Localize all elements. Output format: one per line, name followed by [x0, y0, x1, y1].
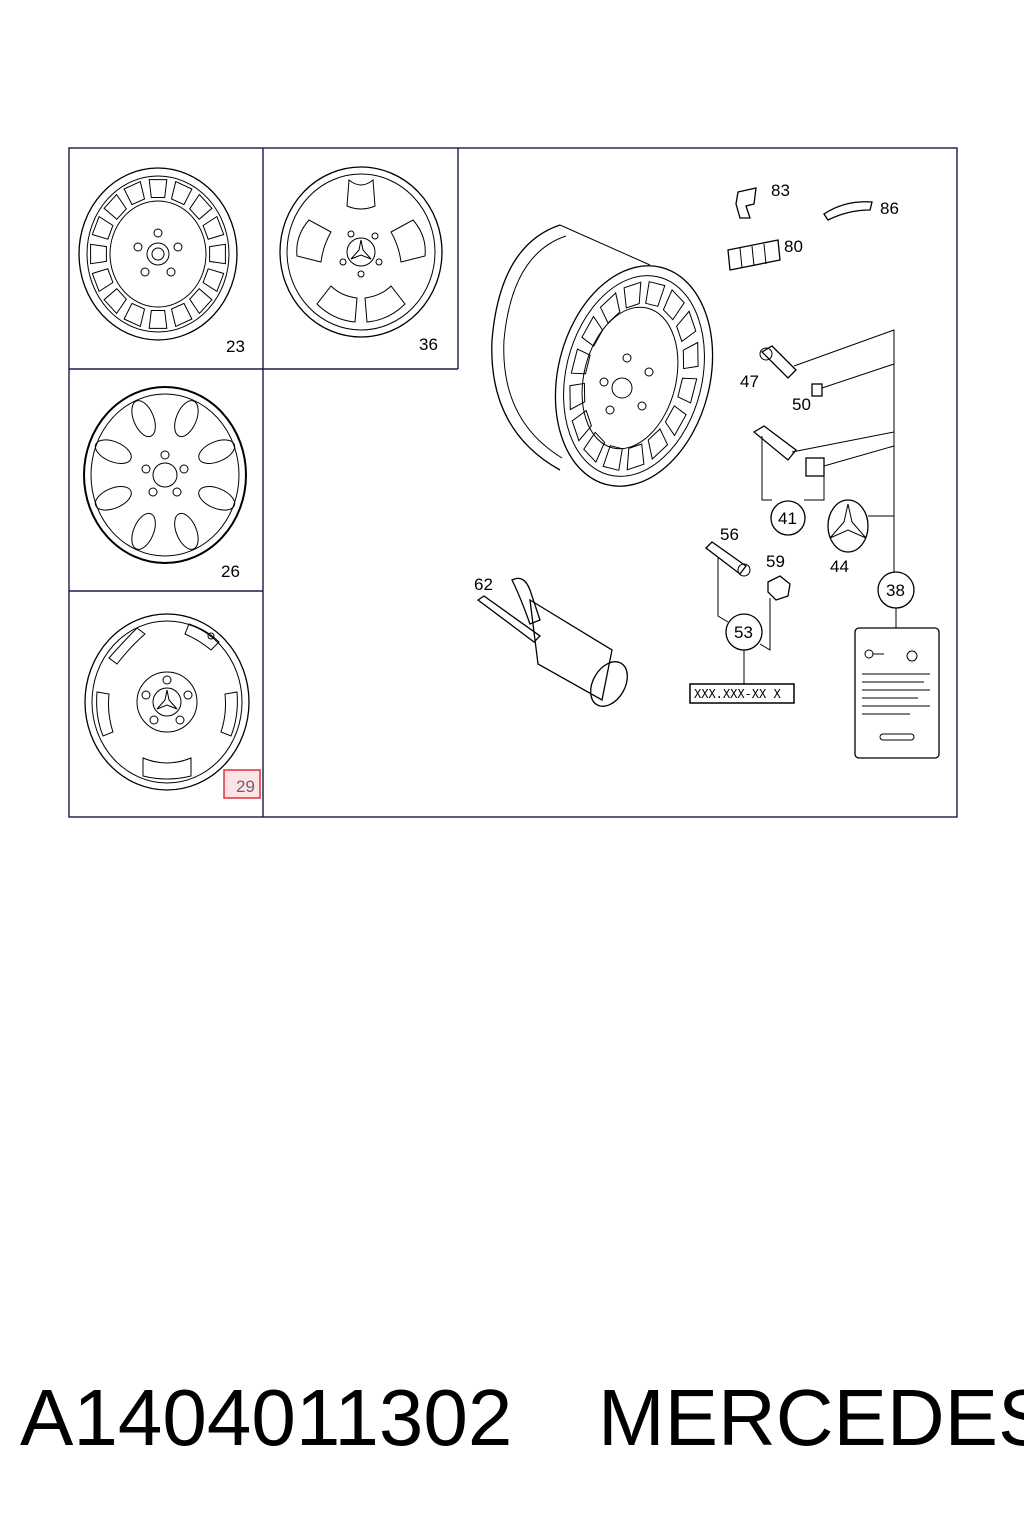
wheel-slot: [123, 180, 146, 206]
balance-weight-86: [823, 201, 873, 221]
brand-caption: MERCEDES: [598, 1373, 1024, 1462]
wheel-slot: [91, 215, 114, 240]
callout-29-highlight: [223, 769, 261, 799]
callout-26[interactable]: 26: [221, 562, 240, 581]
leader-line: [759, 598, 771, 651]
wheel-slot: [571, 409, 592, 442]
wheel-26: [83, 386, 247, 564]
wheel-slot: [91, 268, 114, 293]
wheel-36: [279, 166, 443, 338]
wheel-slot: [647, 428, 669, 460]
leader-line: [761, 436, 772, 501]
callout-56[interactable]: 56: [720, 525, 739, 544]
wheel-bolt-56: [705, 541, 751, 577]
callout-86[interactable]: 86: [880, 199, 899, 218]
wheel-hole: [198, 486, 236, 511]
wheel-slot: [148, 179, 168, 198]
star-emblem-44: [827, 499, 869, 553]
leader-line: [717, 558, 729, 623]
callout-80[interactable]: 80: [784, 237, 803, 256]
wheel-slot: [103, 193, 127, 220]
wheel-hole: [174, 512, 199, 550]
callout-50[interactable]: 50: [792, 395, 811, 414]
wheel-slot: [189, 193, 213, 220]
leader-line: [791, 431, 895, 453]
wheel-slot: [623, 281, 642, 309]
wheel-hole: [94, 486, 132, 511]
wheel-slot: [202, 268, 225, 293]
wheel-slot: [570, 348, 591, 375]
wheel-slot: [123, 302, 146, 328]
part-number-plate: [689, 683, 795, 704]
wheel-23: [78, 167, 238, 341]
callout-bubble: [770, 500, 806, 536]
leader-line: [821, 363, 895, 389]
wheel-slot: [677, 377, 698, 404]
wheel-slot: [602, 445, 623, 471]
callout-36[interactable]: 36: [419, 335, 438, 354]
wheel-slot: [90, 243, 107, 265]
wheel-slot: [662, 289, 685, 321]
wheel-29: [84, 613, 250, 791]
part-number-caption: A1404011302: [20, 1373, 513, 1462]
wheel-slot: [676, 310, 697, 343]
leader-line: [804, 476, 825, 501]
callout-47[interactable]: 47: [740, 372, 759, 391]
valve-cap-50: [811, 383, 823, 397]
wheel-slot: [645, 281, 666, 307]
bolt-cap-59: [767, 575, 791, 601]
callout-62[interactable]: 62: [474, 575, 493, 594]
wheel-hole: [131, 400, 156, 438]
wheel-slot: [599, 292, 621, 324]
wheel-slot: [626, 443, 645, 471]
callout-41[interactable]: 41: [778, 509, 797, 528]
valve-41: [752, 425, 825, 477]
wheel-slot: [581, 315, 604, 347]
balance-weights-80: [727, 239, 781, 271]
wheel-slot: [103, 288, 127, 315]
leader-line: [793, 329, 895, 560]
wheel-slot: [664, 405, 687, 437]
wheel-slot: [209, 243, 226, 265]
balance-weight-83: [735, 187, 757, 219]
instruction-card: [854, 627, 940, 759]
wheel-slot: [202, 215, 225, 240]
wheel-slot: [569, 382, 586, 411]
diagram-frame: [68, 147, 958, 818]
callout-23[interactable]: 23: [226, 337, 245, 356]
wheel-hole: [94, 439, 132, 464]
callout-59[interactable]: 59: [766, 552, 785, 571]
wheel-slot: [148, 310, 168, 329]
wheel-hole: [131, 512, 156, 550]
part-number-placeholder: XXX.XXX-XX X: [694, 687, 781, 701]
wheel-hole: [174, 400, 199, 438]
wheel-assembly: [491, 224, 714, 487]
wheel-hole: [198, 439, 236, 464]
callout-53[interactable]: 53: [734, 623, 753, 642]
valve-47: [759, 345, 797, 379]
wheel-slot: [170, 302, 193, 328]
callout-38[interactable]: 38: [886, 581, 905, 600]
callout-44[interactable]: 44: [830, 557, 849, 576]
wheel-slot: [682, 341, 699, 370]
callout-83[interactable]: 83: [771, 181, 790, 200]
valve-tool-62: [476, 577, 628, 707]
wheel-slot: [189, 288, 213, 315]
leader-line: [823, 445, 895, 467]
wheel-slot: [583, 431, 606, 463]
callout-29[interactable]: 29: [236, 777, 255, 796]
wheel-slot: [170, 180, 193, 206]
